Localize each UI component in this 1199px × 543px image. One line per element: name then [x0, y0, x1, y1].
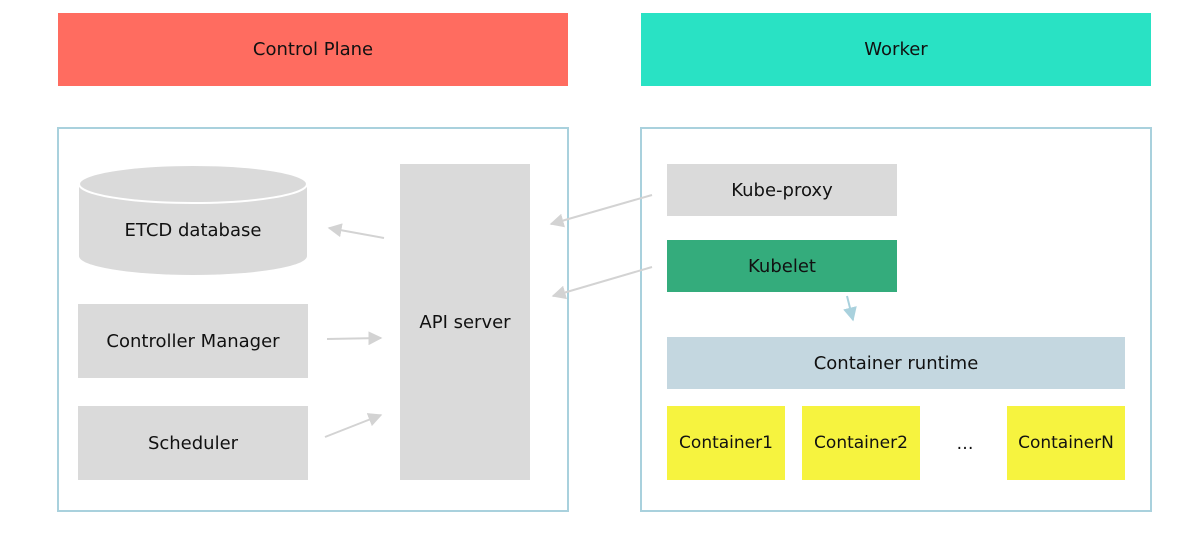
arrow-controller-to-api — [326, 331, 383, 346]
arrow-kubeproxy-to-api — [549, 194, 653, 228]
container-box-1: Container1 — [667, 406, 785, 480]
scheduler-box: Scheduler — [78, 406, 308, 480]
api-server-label: API server — [419, 311, 511, 333]
arrow-scheduler-to-api — [324, 413, 383, 438]
container-runtime-box: Container runtime — [667, 337, 1125, 389]
ellipsis-label: … — [956, 434, 974, 454]
etcd-label: ETCD database — [124, 219, 262, 241]
kube-proxy-box: Kube-proxy — [667, 164, 897, 216]
controller-manager-label: Controller Manager — [106, 330, 280, 352]
kubelet-box: Kubelet — [667, 240, 897, 292]
containers-ellipsis: … — [945, 430, 985, 458]
container-box-2: Container2 — [802, 406, 920, 480]
container-runtime-label: Container runtime — [813, 352, 979, 374]
database-cylinder-icon — [78, 164, 308, 275]
control-plane-header: Control Plane — [58, 13, 568, 86]
etcd-database: ETCD database — [78, 164, 308, 276]
container-box-n: ContainerN — [1007, 406, 1125, 480]
kubelet-label: Kubelet — [748, 255, 816, 277]
worker-header: Worker — [641, 13, 1151, 86]
worker-title: Worker — [864, 39, 928, 60]
container-label: Container1 — [679, 433, 773, 453]
arrow-kubelet-to-runtime — [843, 295, 857, 322]
arrow-api-to-etcd — [327, 223, 385, 239]
kube-proxy-label: Kube-proxy — [731, 179, 833, 201]
arrow-kubelet-to-api — [551, 266, 653, 300]
container-label: ContainerN — [1018, 433, 1114, 453]
api-server-box: API server — [400, 164, 530, 480]
controller-manager-box: Controller Manager — [78, 304, 308, 378]
container-label: Container2 — [814, 433, 908, 453]
control-plane-title: Control Plane — [252, 39, 374, 60]
scheduler-label: Scheduler — [147, 432, 239, 454]
